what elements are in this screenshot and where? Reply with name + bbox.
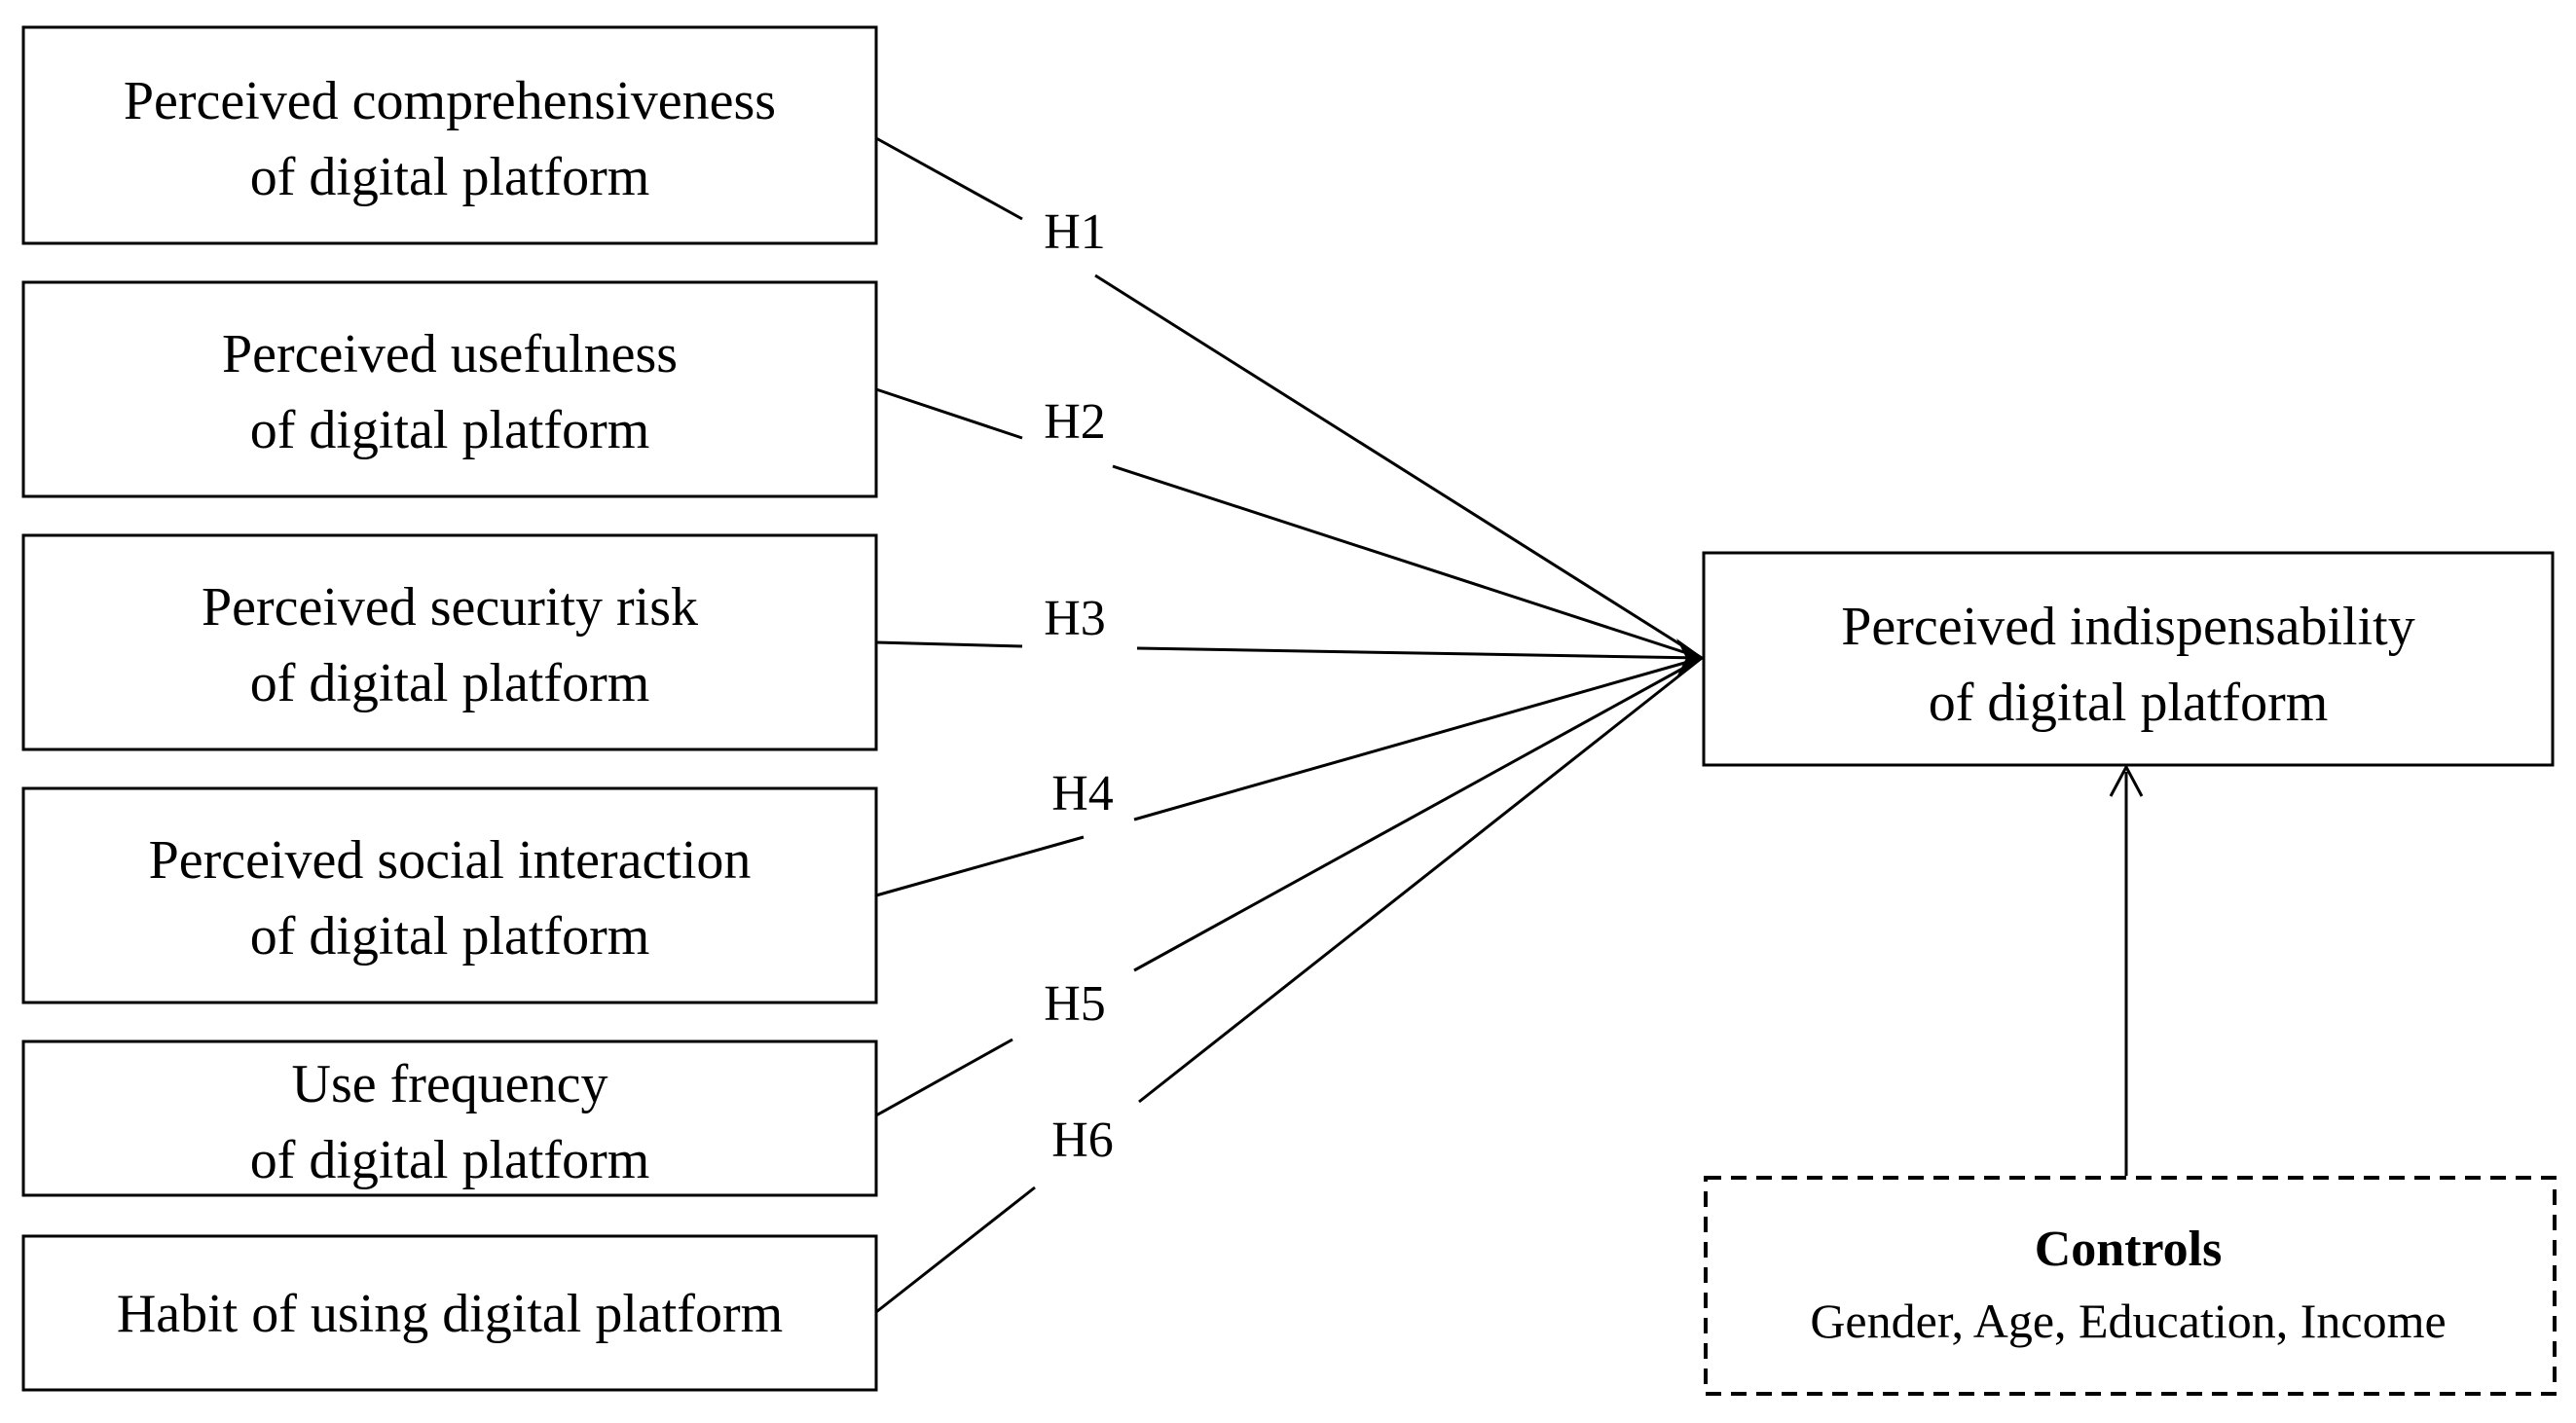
controls-arrowhead-icon <box>2109 763 2144 797</box>
path-h6-a <box>875 1186 1036 1314</box>
hypothesis-labels: H1 H2 H3 H4 H5 H6 <box>1044 204 1114 1168</box>
hypothesis-label-h4: H4 <box>1051 766 1114 821</box>
predictor-6-line-1: Habit of using digital platform <box>117 1284 783 1344</box>
predictor-3-line-2: of digital platform <box>250 653 650 713</box>
hypothesis-label-h2: H2 <box>1044 394 1106 450</box>
controls-items: Gender, Age, Education, Income <box>1810 1294 2446 1348</box>
predictor-3-line-1: Perceived security risk <box>202 577 698 638</box>
predictor-box-usefulness: Perceived usefulness of digital platform <box>21 280 878 498</box>
outcome-box-indispensability: Perceived indispensability of digital pl… <box>1702 551 2555 767</box>
predictor-box-social-interaction: Perceived social interaction of digital … <box>21 786 878 1004</box>
predictor-box-comprehensiveness: Perceived comprehensiveness of digital p… <box>21 25 878 245</box>
predictor-2-line-2: of digital platform <box>250 400 650 460</box>
outcome-line-2: of digital platform <box>1929 673 2329 733</box>
convergence-arrowhead-icon <box>1676 639 1704 677</box>
predictor-2-line-1: Perceived usefulness <box>222 324 678 384</box>
path-h1-a <box>875 136 1023 221</box>
path-h3-a <box>875 640 1023 648</box>
predictor-box-habit: Habit of using digital platform <box>21 1234 878 1392</box>
predictor-1-line-2: of digital platform <box>250 147 650 207</box>
hypothesis-label-h6: H6 <box>1051 1113 1114 1168</box>
predictor-5-line-1: Use frequency <box>292 1054 608 1114</box>
predictor-1-line-1: Perceived comprehensiveness <box>124 71 776 131</box>
predictor-5-line-2: of digital platform <box>250 1130 650 1190</box>
outcome-line-1: Perceived indispensability <box>1841 597 2414 657</box>
path-h5-a <box>875 1038 1013 1117</box>
hypothesis-paths <box>875 136 2144 1314</box>
hypothesis-label-h5: H5 <box>1044 976 1106 1032</box>
controls-title: Controls <box>2035 1222 2223 1277</box>
path-h1-b <box>1094 274 1703 660</box>
path-h2-a <box>875 387 1023 440</box>
path-h3-b <box>1136 646 1703 660</box>
path-h5-b <box>1133 656 1703 972</box>
predictor-boxes: Perceived comprehensiveness of digital p… <box>21 25 878 1392</box>
hypothesis-label-h3: H3 <box>1044 591 1106 646</box>
controls-box: Controls Gender, Age, Education, Income <box>1704 1176 2557 1396</box>
path-h2-b <box>1112 464 1703 660</box>
predictor-4-line-2: of digital platform <box>250 906 650 967</box>
predictor-box-use-frequency: Use frequency of digital platform <box>21 1040 878 1197</box>
predictor-4-line-1: Perceived social interaction <box>149 830 752 891</box>
hypothesis-label-h1: H1 <box>1044 204 1106 260</box>
predictor-box-security-risk: Perceived security risk of digital platf… <box>21 533 878 751</box>
path-h4-b <box>1133 656 1703 821</box>
path-h6-b <box>1138 656 1703 1104</box>
path-h4-a <box>875 835 1085 897</box>
